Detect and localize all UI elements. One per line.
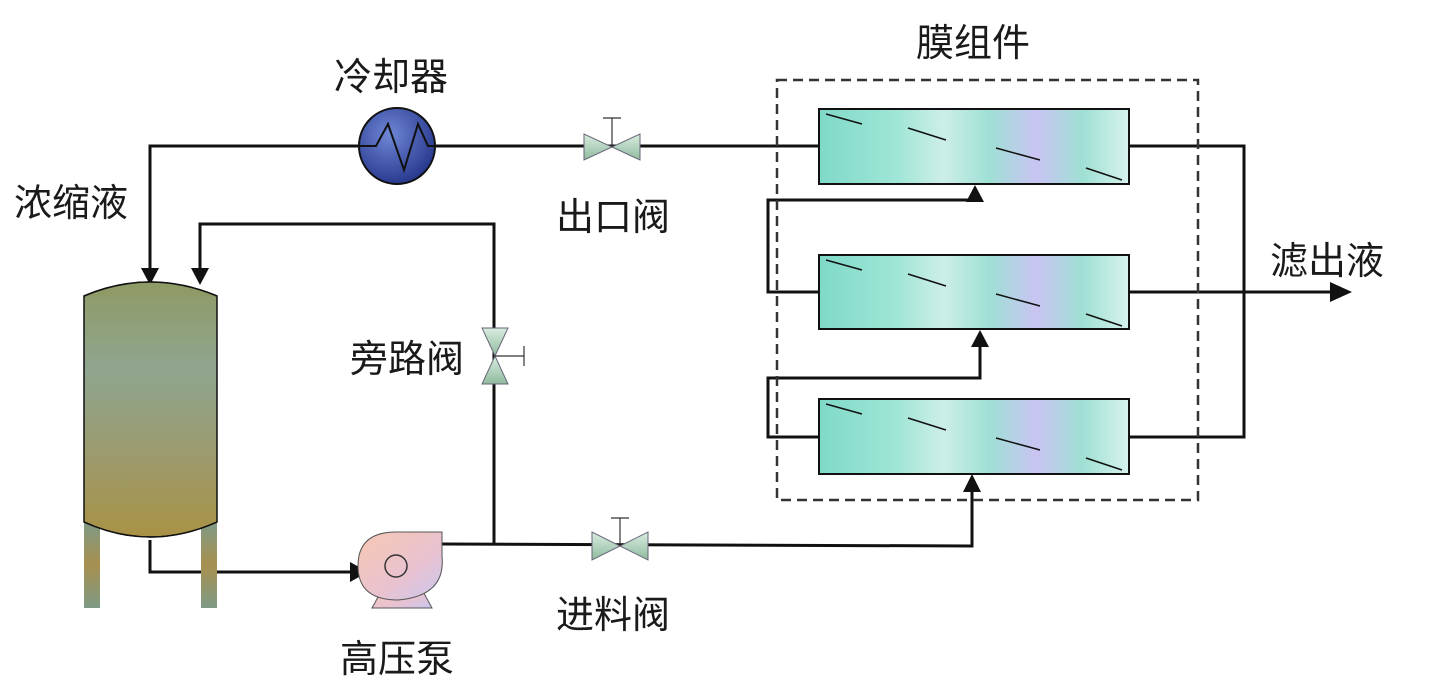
concentrate-tank <box>83 281 218 608</box>
label-cooler: 冷却器 <box>334 55 449 99</box>
tank-to-pump-line <box>148 540 352 574</box>
series-arrow-middle <box>971 330 989 347</box>
tank-leg-left <box>84 522 100 608</box>
label-outlet-valve: 出口阀 <box>556 195 671 239</box>
series-line-bottom-middle <box>766 346 982 439</box>
feed-line <box>441 492 974 548</box>
label-concentrate: 浓缩液 <box>14 181 129 225</box>
tank-leg-right <box>201 522 217 608</box>
return-line-to-tank <box>148 144 358 272</box>
bypass-line <box>198 222 496 544</box>
cooler-icon <box>358 107 436 185</box>
bypass-valve-icon <box>481 327 525 385</box>
pipework <box>141 144 1352 582</box>
outlet-valve-icon <box>583 117 641 161</box>
label-bypass-valve: 旁路阀 <box>350 337 465 381</box>
filtrate-line <box>1128 144 1335 439</box>
return-arrow-into-tank <box>141 268 159 285</box>
series-arrow-top <box>966 185 984 202</box>
high-pressure-pump-icon <box>357 531 443 609</box>
membrane-element-bottom <box>818 398 1130 475</box>
membrane-element-middle <box>818 254 1130 330</box>
membrane-element-top <box>818 108 1130 185</box>
label-feed-valve: 进料阀 <box>556 593 671 637</box>
feed-arrow-into-module <box>963 474 981 492</box>
feed-valve-icon <box>591 517 649 561</box>
bypass-arrow-into-tank <box>191 268 209 285</box>
label-filtrate: 滤出液 <box>1270 239 1385 283</box>
label-high-pressure-pump: 高压泵 <box>340 637 455 681</box>
filtrate-arrow <box>1330 282 1352 302</box>
tank-body <box>83 281 218 538</box>
membrane-module-boundary <box>775 78 1200 502</box>
label-membrane-module: 膜组件 <box>916 21 1031 65</box>
